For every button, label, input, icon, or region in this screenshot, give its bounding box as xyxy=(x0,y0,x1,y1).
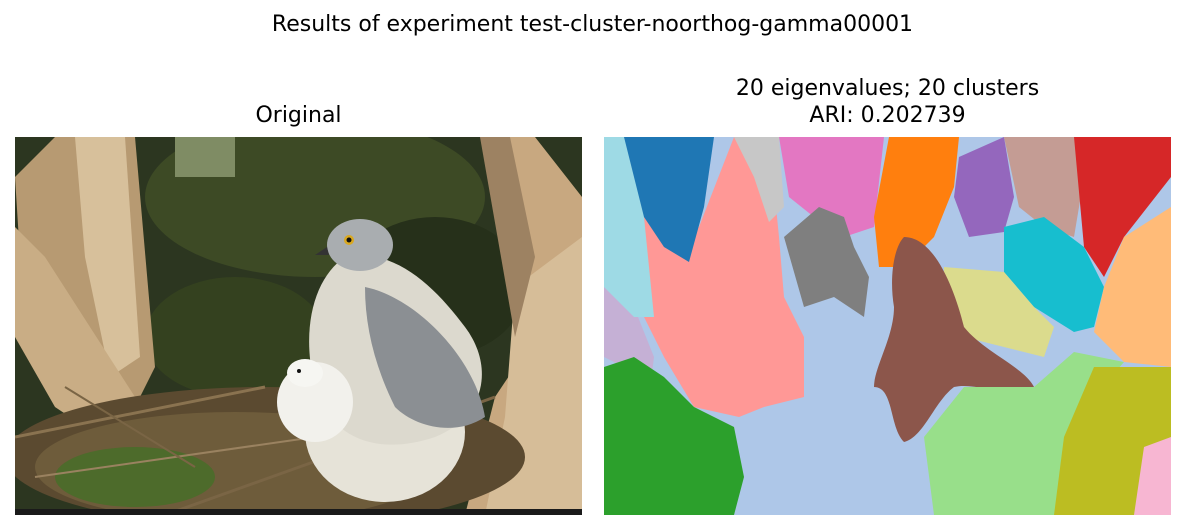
cluster-region xyxy=(634,137,804,417)
cluster-region xyxy=(604,357,744,515)
cluster-region xyxy=(1094,207,1171,367)
cluster-region xyxy=(954,137,1014,237)
cluster-region xyxy=(944,267,1054,357)
original-panel-title: Original xyxy=(15,102,582,129)
segmentation-map xyxy=(604,137,1171,515)
cluster-region xyxy=(1004,217,1104,332)
cluster-region xyxy=(1004,137,1084,237)
segmentation-title-line1: 20 eigenvalues; 20 clusters xyxy=(735,76,1040,101)
figure-title: Results of experiment test-cluster-noort… xyxy=(271,12,914,37)
cluster-region xyxy=(874,137,959,267)
cluster-region xyxy=(1134,437,1171,515)
cluster-region xyxy=(624,137,714,262)
cluster-region xyxy=(734,137,784,222)
cluster-region xyxy=(924,352,1124,515)
cluster-region xyxy=(874,237,1034,442)
cluster-region xyxy=(784,207,869,317)
original-image-drawing xyxy=(15,137,582,515)
segmentation-image xyxy=(604,137,1171,515)
segmentation-panel-title: 20 eigenvalues; 20 clusters ARI: 0.20273… xyxy=(604,75,1171,129)
original-title-text: Original xyxy=(255,103,342,128)
segmentation-title-line2: ARI: 0.202739 xyxy=(809,103,966,128)
original-image xyxy=(15,137,582,515)
cluster-region xyxy=(604,137,654,317)
cluster-region xyxy=(1074,137,1171,277)
cluster-region xyxy=(779,137,884,237)
